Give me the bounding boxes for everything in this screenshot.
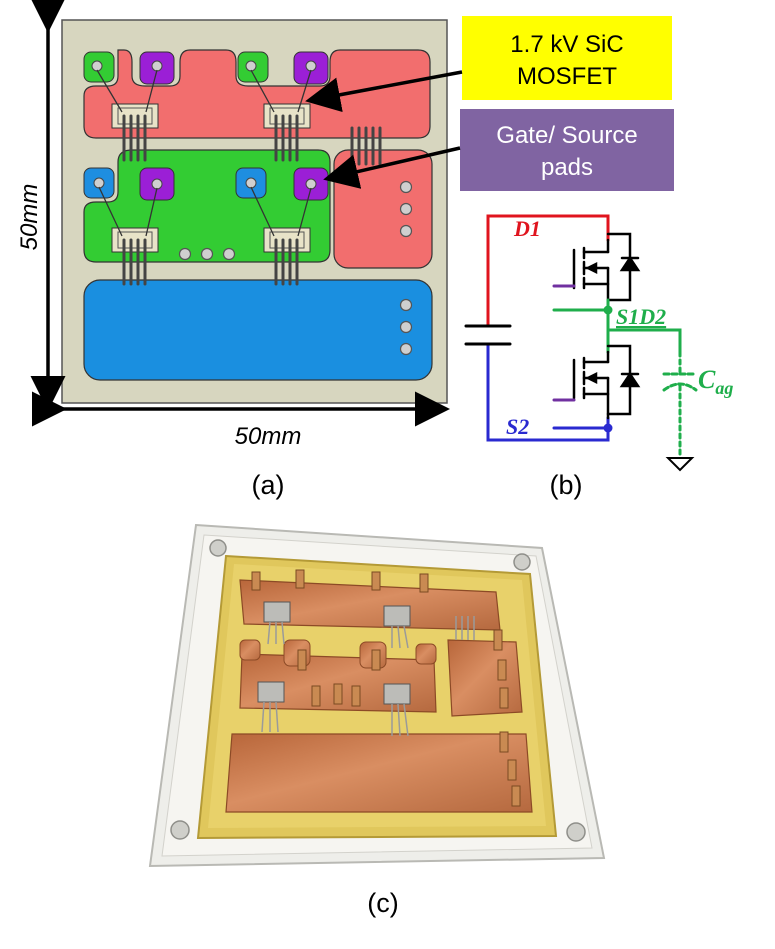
dim-label-horizontal: 50mm xyxy=(235,423,302,450)
gate-wires xyxy=(96,69,312,237)
mosfet-top-symbol xyxy=(572,232,641,310)
callout-gate-arrow xyxy=(323,146,461,189)
cag-plate-bottom xyxy=(662,382,698,392)
mid-node-dot xyxy=(603,305,613,315)
panel-b-schematic: D1 S1D2 S2 Cag (b) xyxy=(464,214,733,500)
node-label-s1d2: S1D2 xyxy=(616,304,666,329)
callout-gate-box xyxy=(460,109,674,191)
dim-label-vertical: 50mm xyxy=(16,184,43,251)
source-pad-bottom xyxy=(83,279,433,381)
s2-node-dot xyxy=(603,423,613,433)
mosfet-die-3 xyxy=(111,227,159,253)
node-label-d1: D1 xyxy=(513,216,541,241)
mount-holes xyxy=(170,539,586,842)
drain-pad-right xyxy=(333,149,433,269)
mosfet-die-4 xyxy=(263,227,311,253)
cap-label-subscript: ag xyxy=(715,378,733,398)
callout-mosfet-line2: MOSFET xyxy=(517,63,617,90)
terminal-posts xyxy=(178,180,413,356)
callout-mosfet-line1: 1.7 kV SiC xyxy=(510,31,623,58)
panel-c-photo: (c) xyxy=(148,523,606,918)
caption-c: (c) xyxy=(367,888,398,918)
cap-label-symbol: C xyxy=(698,365,716,394)
d1-rail xyxy=(486,214,610,328)
ground-symbol xyxy=(665,457,695,472)
power-wires xyxy=(122,114,382,286)
photo-dies xyxy=(257,601,411,705)
copper-bottom xyxy=(225,733,533,813)
mosfet-bottom-symbol xyxy=(572,344,641,420)
node-label-s2: S2 xyxy=(506,414,529,439)
panel-a-layout: 50mm 50mm 1.7 kV SiC MOSFET Gate/ Source… xyxy=(16,0,674,500)
caption-a: (a) xyxy=(252,470,285,500)
callout-gate-line1: Gate/ Source xyxy=(496,122,637,149)
photo-terminals xyxy=(251,569,521,807)
callout-mosfet-box xyxy=(462,16,672,100)
callout-mosfet-arrow xyxy=(305,70,463,113)
copper-right xyxy=(447,639,523,717)
callout-gate-line2: pads xyxy=(541,154,593,181)
mid-wire-c xyxy=(606,328,682,354)
photo-bond-wires xyxy=(261,616,475,737)
caption-b: (b) xyxy=(550,470,583,500)
cap-label: Cag xyxy=(698,365,733,398)
